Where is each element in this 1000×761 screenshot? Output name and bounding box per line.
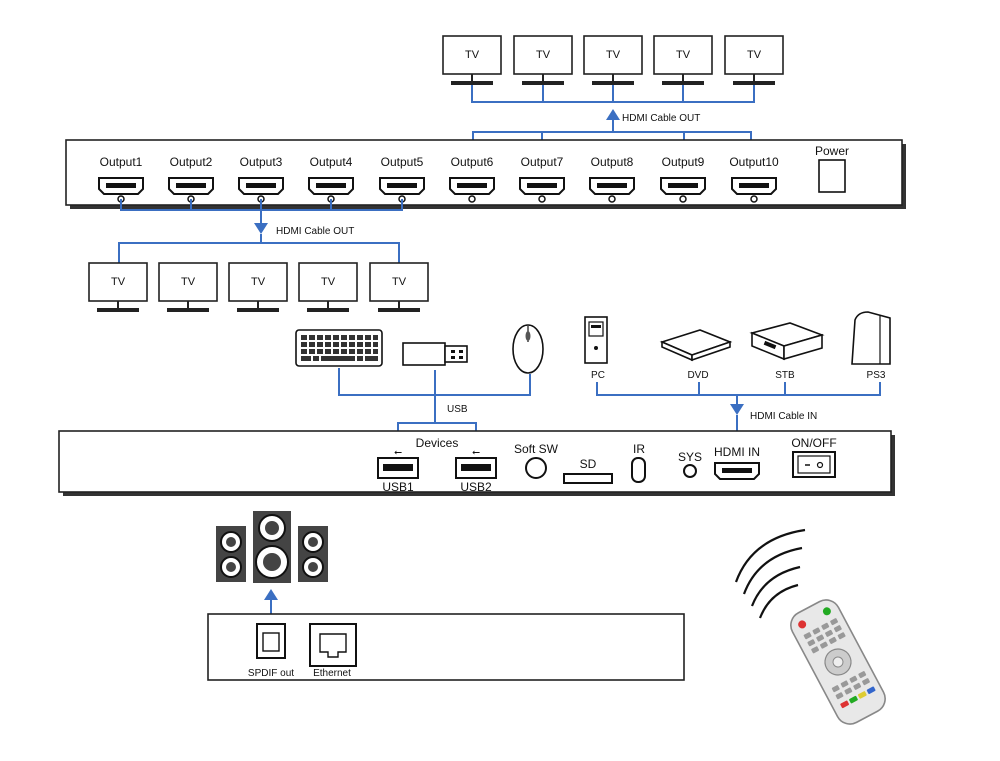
keyboard-icon: [295, 329, 383, 367]
bottom-hdmi-cable: [118, 199, 403, 264]
tv-monitor-icon: TV: [88, 262, 148, 312]
tv-label: TV: [181, 276, 196, 288]
output-label: Output1: [100, 155, 143, 169]
sd-label: SD: [580, 457, 597, 471]
output-label: Output5: [381, 155, 424, 169]
top-tv-group: TV TV TV TV TV: [442, 35, 784, 85]
usb-symbol-icon: ⭠: [394, 447, 402, 458]
tv-monitor-icon: TV: [298, 262, 358, 312]
soft-switch-button[interactable]: Soft SW: [514, 442, 559, 479]
hdmi-cable-out-bottom-label: HDMI Cable OUT: [276, 226, 354, 237]
tv-monitor-icon: TV: [369, 262, 429, 312]
output-label: Output10: [729, 155, 779, 169]
soft-sw-label: Soft SW: [514, 442, 559, 456]
arrow-up-icon: [264, 589, 278, 600]
source-label-ps3: PS3: [867, 370, 886, 381]
output-port-3: Output3: [238, 155, 284, 203]
audio-network-unit: SPDIF out Ethernet: [207, 613, 685, 681]
hdmi-in-label: HDMI IN: [714, 445, 760, 459]
source-label-stb: STB: [775, 370, 795, 381]
output-port-8: Output8: [589, 155, 635, 203]
tv-monitor-icon: TV: [158, 262, 218, 312]
tv-monitor-icon: TV: [442, 35, 502, 85]
usb2-label: USB2: [460, 480, 492, 494]
remote-control-icon: [734, 528, 886, 725]
on-off-label: ON/OFF: [791, 436, 836, 450]
source-label-dvd: DVD: [687, 370, 708, 381]
tv-label: TV: [251, 276, 266, 288]
spdif-label: SPDIF out: [248, 668, 294, 679]
spdif-port: SPDIF out: [248, 623, 294, 679]
on-off-switch[interactable]: ON/OFF: [791, 436, 837, 478]
usb-port-1: ⭠ USB1: [377, 447, 419, 494]
output-port-7: Output7: [519, 155, 565, 203]
tv-monitor-icon: TV: [513, 35, 573, 85]
tv-label: TV: [321, 276, 336, 288]
arrow-down-icon: [730, 404, 744, 415]
devices-label: Devices: [416, 436, 459, 450]
output-label: Output4: [310, 155, 353, 169]
usb1-label: USB1: [382, 480, 414, 494]
arrow-down-icon: [254, 223, 268, 234]
usb-stick-icon: [402, 342, 468, 366]
output-label: Output8: [591, 155, 634, 169]
hdmi-cable-out-top-label: HDMI Cable OUT: [622, 113, 700, 124]
sys-indicator: SYS: [678, 450, 702, 478]
hdmi-splitter-unit: Output1 Output2 Output3 Output4 Output5: [65, 139, 906, 209]
sd-card-slot[interactable]: SD: [563, 457, 613, 484]
output-label: Output2: [170, 155, 213, 169]
tv-label: TV: [392, 276, 407, 288]
ir-receiver: IR: [631, 442, 646, 483]
output-port-4: Output4: [308, 155, 354, 203]
pc-tower-icon: PC: [584, 316, 608, 381]
stb-box-icon: STB: [749, 322, 825, 381]
speaker-set-icon: [216, 511, 328, 583]
sys-label: SYS: [678, 450, 702, 464]
usb-port-2: ⭠ USB2: [455, 447, 497, 494]
output-port-9: Output9: [660, 155, 706, 203]
media-controller-unit: Devices ⭠ USB1 ⭠ USB2 Soft SW SD IR SYS: [58, 430, 895, 496]
ethernet-port: Ethernet: [309, 623, 357, 679]
tv-monitor-icon: TV: [583, 35, 643, 85]
output-label: Output6: [451, 155, 494, 169]
tv-label: TV: [676, 49, 691, 61]
source-label-pc: PC: [591, 370, 605, 381]
output-label: Output3: [240, 155, 283, 169]
tv-label: TV: [465, 49, 480, 61]
output-port-5: Output5: [379, 155, 425, 203]
bottom-tv-group: TV TV TV TV TV: [88, 262, 429, 312]
output-label: Output9: [662, 155, 705, 169]
power-button[interactable]: [818, 159, 846, 193]
tv-label: TV: [747, 49, 762, 61]
tv-label: TV: [606, 49, 621, 61]
tv-monitor-icon: TV: [228, 262, 288, 312]
ethernet-label: Ethernet: [313, 668, 351, 679]
usb-label: USB: [447, 404, 468, 415]
hdmi-cable-in-label: HDMI Cable IN: [750, 411, 817, 422]
hdmi-in-port: HDMI IN: [714, 445, 760, 480]
usb-symbol-icon: ⭠: [472, 447, 480, 458]
tv-label: TV: [536, 49, 551, 61]
arrow-up-icon: [606, 109, 620, 120]
power-label: Power: [815, 144, 849, 158]
mouse-icon: [512, 324, 544, 374]
output-port-2: Output2: [168, 155, 214, 203]
output-port-6: Output6: [449, 155, 495, 203]
tv-monitor-icon: TV: [653, 35, 713, 85]
tv-monitor-icon: TV: [724, 35, 784, 85]
output-port-10: Output10: [729, 155, 779, 203]
output-port-1: Output1: [98, 155, 144, 203]
ir-label: IR: [633, 442, 645, 456]
ps3-console-icon: PS3: [851, 311, 891, 381]
output-label: Output7: [521, 155, 564, 169]
tv-label: TV: [111, 276, 126, 288]
dvd-player-icon: DVD: [659, 329, 733, 381]
